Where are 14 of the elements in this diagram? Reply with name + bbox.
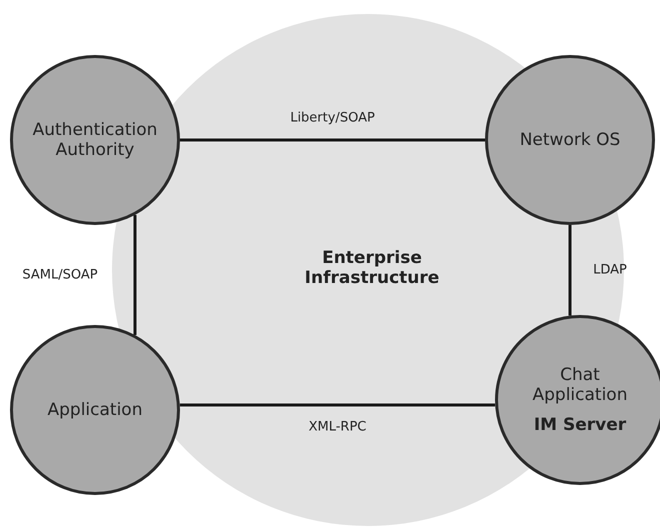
connector-line [180, 138, 485, 142]
node-label: IM Server [534, 415, 626, 435]
connector-line [134, 215, 136, 335]
edge-label: XML-RPC [308, 420, 366, 434]
edge-label: SAML/SOAP [22, 268, 98, 282]
area-label: Enterprise Infrastructure [304, 248, 440, 288]
node-label: Application [48, 400, 142, 420]
edge-label: LDAP [593, 262, 627, 278]
connector-line [180, 404, 496, 406]
connector-line [568, 225, 572, 316]
node-label: Chat Application [532, 365, 628, 405]
node-label: Authentication Authority [32, 120, 158, 160]
node-label: Network OS [520, 130, 620, 150]
edge-label: Liberty/SOAP [290, 110, 375, 126]
